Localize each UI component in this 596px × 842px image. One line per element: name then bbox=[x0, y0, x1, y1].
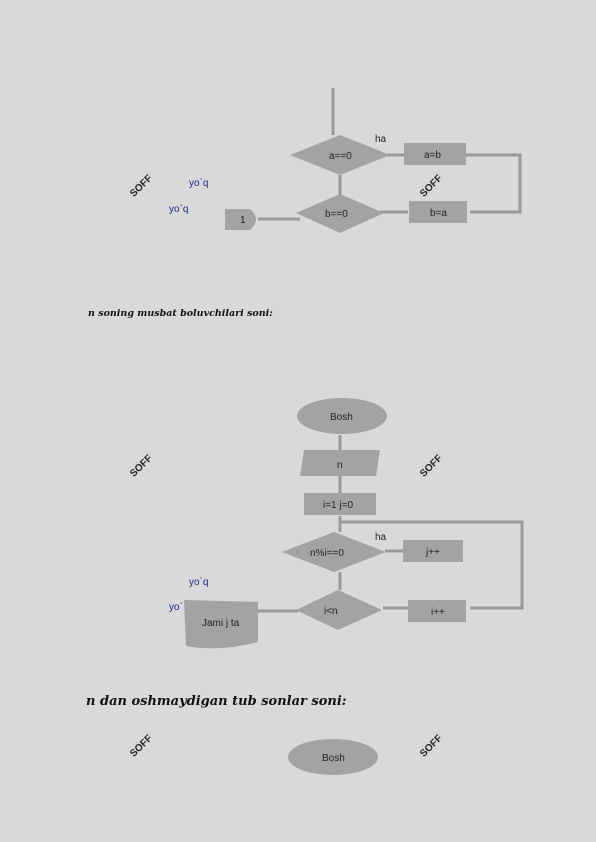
output-label: Jami j ta bbox=[202, 618, 240, 629]
no-label-2a: yo`q bbox=[189, 577, 209, 588]
connector-1: 1 bbox=[225, 209, 256, 230]
start-label: Bosh bbox=[330, 412, 353, 423]
process-j-label: j++ bbox=[425, 547, 440, 558]
input-label: n bbox=[337, 460, 343, 471]
decision-a-eq-0: a==0 bbox=[290, 135, 390, 175]
decision-a-label: a==0 bbox=[329, 151, 352, 162]
terminal-start-2: Bosh bbox=[288, 739, 378, 775]
flowchart-swap: a==0 a=b b==0 b=a 1 bbox=[225, 88, 522, 233]
flowchart-divisors: Bosh n i=1 j=0 n%i==0 j++ i<n i++ Jami j… bbox=[184, 398, 524, 649]
connector-label: 1 bbox=[240, 215, 246, 226]
process-a-label: a=b bbox=[424, 150, 441, 161]
init-label: i=1 j=0 bbox=[323, 500, 353, 511]
start-label-2: Bosh bbox=[322, 753, 345, 764]
process-i-increment: i++ bbox=[408, 600, 466, 622]
heading-divisors-count: n soning musbat boluvchilari soni: bbox=[88, 308, 273, 319]
yes-label-2: ha bbox=[375, 532, 387, 543]
process-b-label: b=a bbox=[430, 208, 447, 219]
yes-label-1: ha bbox=[375, 134, 387, 145]
decision-mod-label: n%i==0 bbox=[310, 548, 344, 559]
input-n: n bbox=[300, 450, 380, 476]
decision-b-label: b==0 bbox=[325, 209, 348, 220]
process-b-eq-a: b=a bbox=[409, 201, 467, 223]
decision-b-eq-0: b==0 bbox=[296, 194, 384, 233]
no-label-1a: yo`q bbox=[189, 178, 209, 189]
heading-primes-count: n dan oshmaydigan tub sonlar soni: bbox=[86, 694, 347, 709]
output-total: Jami j ta bbox=[184, 600, 258, 649]
decision-lt-label: i<n bbox=[324, 606, 338, 617]
process-init: i=1 j=0 bbox=[304, 493, 376, 515]
process-j-increment: j++ bbox=[403, 540, 463, 562]
no-label-1b: yo`q bbox=[169, 204, 189, 215]
decision-lt: i<n bbox=[296, 590, 382, 630]
flowchart-primes: Bosh bbox=[288, 739, 378, 775]
no-label-2b: yo`q bbox=[169, 602, 183, 613]
process-i-label: i++ bbox=[431, 607, 445, 618]
terminal-start: Bosh bbox=[297, 398, 387, 434]
decision-mod: n%i==0 bbox=[282, 532, 386, 572]
process-a-eq-b: a=b bbox=[404, 143, 466, 165]
